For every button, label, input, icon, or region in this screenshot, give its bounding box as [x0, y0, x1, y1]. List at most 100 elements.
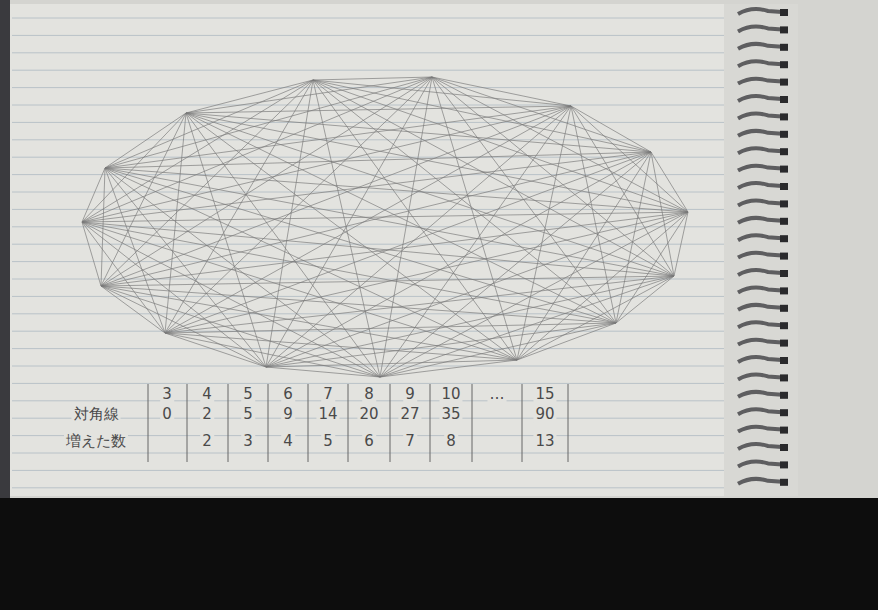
- spiral-coil: [738, 44, 782, 49]
- spiral-coil: [738, 253, 782, 258]
- pencil-line: [432, 77, 517, 360]
- pencil-line: [101, 152, 651, 286]
- ruled-line: [12, 261, 724, 262]
- pencil-line: [313, 80, 651, 152]
- pencil-line: [105, 152, 651, 168]
- binding-hole: [780, 200, 788, 207]
- pencil-line: [186, 113, 616, 323]
- right-page: [0, 0, 878, 500]
- spiral-coil: [738, 479, 782, 484]
- binding-hole: [780, 444, 788, 451]
- binding-hole: [780, 44, 788, 51]
- pencil-line: [101, 286, 165, 333]
- pencil-line: [517, 276, 674, 360]
- pencil-line: [432, 77, 651, 152]
- ruled-line: [12, 453, 724, 454]
- table-line: [228, 384, 229, 462]
- spiral-coil: [738, 148, 782, 153]
- table-cell: 対角線: [72, 406, 121, 423]
- pencil-line: [82, 222, 616, 323]
- table-cell: 10: [439, 386, 462, 403]
- pencil-line: [82, 222, 101, 286]
- polygon-diagonals: [82, 77, 688, 377]
- pencil-line: [380, 323, 616, 377]
- pencil-line: [105, 168, 165, 333]
- binding-hole: [780, 374, 788, 381]
- table-cell: 9: [403, 386, 417, 403]
- table-cell: 4: [281, 433, 295, 450]
- pencil-line: [82, 168, 105, 222]
- pencil-line: [432, 77, 674, 276]
- spiral-coil: [738, 218, 782, 223]
- table-line: [430, 384, 431, 462]
- table-cell: 90: [533, 406, 556, 423]
- binding-hole: [780, 96, 788, 103]
- table-cell: …: [488, 386, 507, 403]
- pencil-line: [101, 113, 186, 286]
- binding-hole: [780, 235, 788, 242]
- table-line: [522, 384, 523, 462]
- pencil-line: [313, 80, 571, 106]
- pencil-line: [186, 113, 651, 152]
- table-line: [568, 384, 569, 462]
- spiral-coil: [738, 427, 782, 432]
- pencil-line: [186, 113, 380, 377]
- dark-background: [0, 498, 878, 610]
- pencil-line: [101, 286, 266, 367]
- pencil-line: [101, 168, 105, 286]
- pencil-line: [432, 77, 571, 106]
- binding-hole: [780, 9, 788, 16]
- pencil-line: [186, 106, 571, 113]
- pencil-line: [186, 113, 517, 360]
- pencil-line: [313, 80, 688, 212]
- ruled-line: [12, 331, 724, 332]
- pencil-line: [571, 106, 674, 276]
- spiral-coil: [738, 166, 782, 171]
- table-cell: 9: [281, 406, 295, 423]
- pencil-line: [616, 276, 674, 323]
- spiral-coil: [738, 61, 782, 66]
- pencil-line: [105, 113, 186, 168]
- pencil-line: [101, 106, 571, 286]
- table-cell: 7: [403, 433, 417, 450]
- binding-hole: [780, 113, 788, 120]
- table-line: [268, 384, 269, 462]
- pencil-line: [616, 212, 688, 323]
- binding-hole: [780, 287, 788, 294]
- pencil-line: [105, 168, 616, 323]
- table-cell: 2: [200, 406, 214, 423]
- spiral-coil: [738, 131, 782, 136]
- table-cell: 5: [321, 433, 335, 450]
- table-line: [308, 384, 309, 462]
- ruled-line: [12, 366, 724, 367]
- pencil-line: [82, 222, 266, 367]
- table-line: [148, 384, 149, 462]
- binding-hole: [780, 392, 788, 399]
- ruled-line: [12, 487, 724, 488]
- binding-hole: [780, 253, 788, 260]
- binding-hole: [780, 357, 788, 364]
- spiral-coil: [738, 79, 782, 84]
- binding-hole: [780, 270, 788, 277]
- ruled-line: [12, 226, 724, 227]
- ruled-line: [12, 192, 724, 193]
- spiral-coil: [738, 235, 782, 240]
- ruled-lines: [12, 18, 724, 488]
- table-cell: 6: [281, 386, 295, 403]
- spiral-coil: [738, 340, 782, 345]
- ruled-line: [12, 157, 724, 158]
- ruled-line: [12, 122, 724, 123]
- pencil-line: [517, 323, 616, 360]
- pencil-line: [165, 113, 186, 333]
- ruled-line: [12, 296, 724, 297]
- pencil-line: [571, 106, 651, 152]
- table-cell: 15: [533, 386, 556, 403]
- page-edge: [0, 0, 10, 500]
- ruled-line: [12, 87, 724, 88]
- pencil-line: [105, 168, 688, 212]
- spiral-coil: [738, 200, 782, 205]
- table-line: [390, 384, 391, 462]
- table-cell: 7: [321, 386, 335, 403]
- binding-margin: [724, 4, 798, 496]
- table-cell: 8: [362, 386, 376, 403]
